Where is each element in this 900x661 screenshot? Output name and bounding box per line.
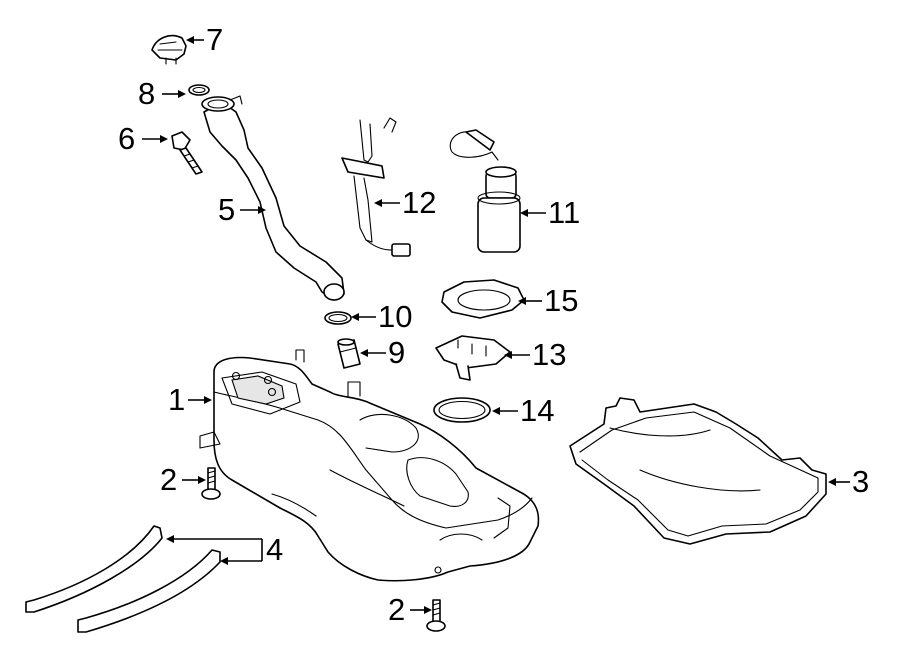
- callout-1: 1: [168, 382, 212, 417]
- callout-label-13: 13: [532, 337, 566, 372]
- pump-mount-flange: [435, 335, 511, 381]
- fuel-level-sender: [341, 117, 411, 257]
- callout-label-6: 6: [118, 121, 135, 156]
- callout-label-2-upper: 2: [160, 462, 177, 497]
- callout-12: 12: [374, 185, 436, 220]
- callout-label-3: 3: [852, 464, 869, 499]
- callout-2-upper: 2: [160, 462, 206, 497]
- callout-label-10: 10: [378, 299, 412, 334]
- callout-2-lower: 2: [388, 592, 432, 627]
- callout-label-15: 15: [544, 283, 578, 318]
- callout-11: 11: [520, 195, 580, 230]
- fuel-pump: [449, 129, 521, 253]
- callout-3: 3: [828, 464, 869, 499]
- callout-8: 8: [138, 76, 186, 111]
- callout-label-7: 7: [206, 22, 223, 57]
- filler-pipe: [201, 95, 345, 301]
- callout-4: 4: [166, 532, 283, 567]
- callout-label-2-lower: 2: [388, 592, 405, 627]
- callout-label-12: 12: [402, 185, 436, 220]
- bolt-upper: [201, 467, 221, 500]
- callout-10: 10: [351, 299, 412, 334]
- callout-label-8: 8: [138, 76, 155, 111]
- hose-clamp: [324, 311, 352, 325]
- callout-label-4: 4: [266, 532, 283, 567]
- callout-5: 5: [218, 192, 266, 227]
- callout-label-14: 14: [520, 393, 554, 428]
- callout-7: 7: [186, 22, 223, 57]
- bolt-six: [171, 131, 203, 175]
- hose-connector: [337, 338, 361, 369]
- bolt-lower: [426, 599, 446, 632]
- callout-label-11: 11: [548, 195, 580, 230]
- callout-14: 14: [492, 393, 554, 428]
- callout-label-5: 5: [218, 192, 235, 227]
- fuel-cap: [151, 34, 187, 65]
- callout-13: 13: [504, 337, 566, 372]
- callout-label-9: 9: [388, 335, 405, 370]
- seal-ring: [433, 397, 491, 423]
- tank-strap-rear: [77, 549, 221, 633]
- callout-9: 9: [360, 335, 405, 370]
- tank-strap-front: [25, 525, 163, 613]
- callout-label-1: 1: [168, 382, 185, 417]
- o-ring-eight: [188, 84, 210, 96]
- fuel-tank: [199, 349, 540, 582]
- callout-15: 15: [518, 283, 578, 318]
- lock-ring: [441, 279, 525, 319]
- heat-shield: [569, 397, 827, 545]
- callout-6: 6: [118, 121, 168, 156]
